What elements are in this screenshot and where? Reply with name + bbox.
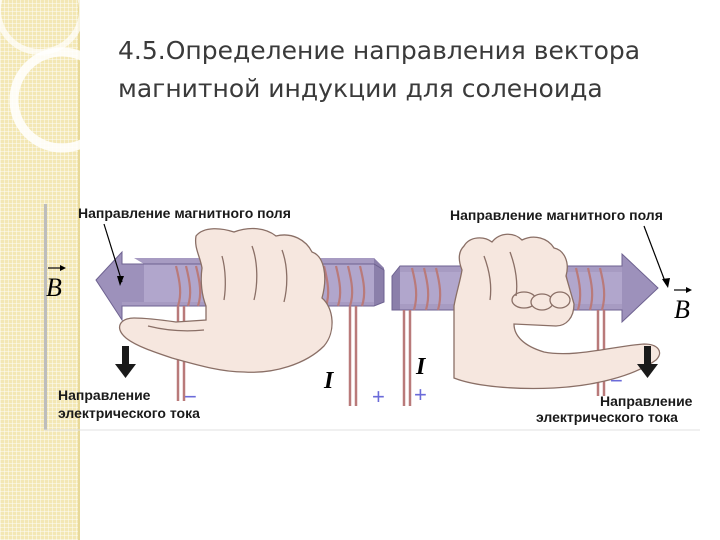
left-current-label-line2: электрического тока (58, 405, 200, 421)
right-current-label-line2: электрического тока (536, 409, 678, 425)
left-current-label-line1: Направление (58, 387, 151, 403)
right-panel: Направление магнитного поля B Направлени… (391, 207, 693, 425)
decorative-circles (0, 0, 115, 153)
right-current-arrow (637, 346, 658, 378)
figure-border-left (44, 204, 47, 430)
left-current-symbol: I (323, 368, 335, 394)
sidebar-divider (78, 0, 80, 540)
left-b-symbol: B (46, 273, 62, 302)
left-field-pointer (103, 223, 123, 283)
left-field-pointer-head (117, 276, 124, 286)
right-field-pointer (643, 225, 667, 285)
right-current-symbol: I (415, 354, 427, 380)
slide-title: 4.5.Определение направления вектора магн… (118, 36, 641, 103)
solenoid-diagram: Направление магнитного поля B Направлени… (44, 204, 700, 431)
right-wire-minus: − (610, 368, 623, 393)
right-wire-plus: + (414, 382, 427, 407)
left-current-arrow (115, 346, 136, 378)
right-b-vector: B (674, 287, 692, 324)
right-hand-illustration (453, 233, 661, 390)
right-current-label-line1: Направление (600, 393, 693, 409)
left-panel: Направление магнитного поля B Направлени… (46, 205, 385, 421)
right-field-pointer-head (662, 278, 670, 288)
left-field-label: Направление магнитного поля (78, 205, 291, 221)
right-b-symbol: B (674, 295, 690, 324)
left-wire-plus: + (372, 384, 385, 409)
right-field-label: Направление магнитного поля (450, 207, 663, 223)
left-b-vector: B (46, 265, 66, 302)
left-wire-minus: − (184, 384, 197, 409)
left-hand-illustration (118, 227, 333, 373)
